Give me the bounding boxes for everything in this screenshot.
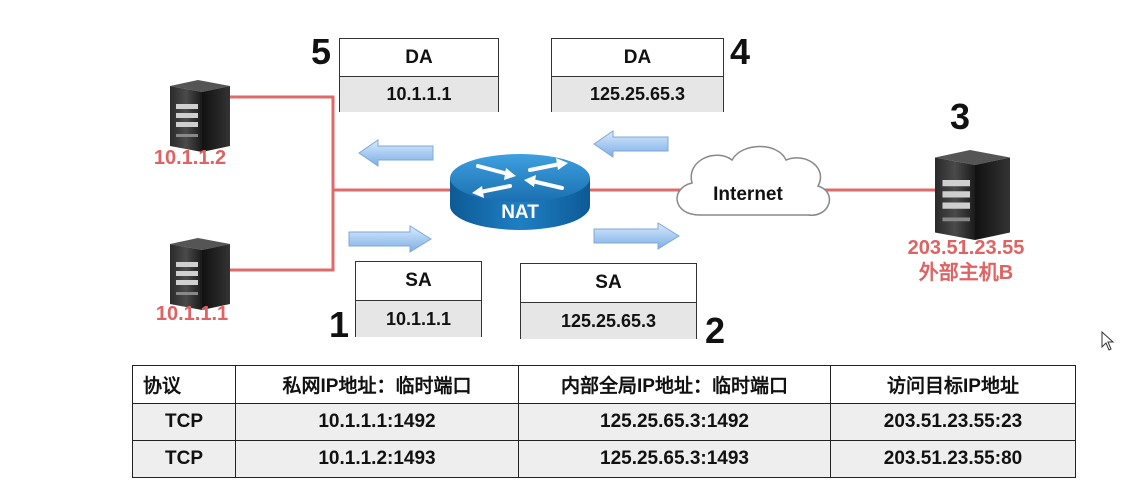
server-icon	[170, 80, 230, 152]
header-global-ip: 内部全局IP地址：临时端口	[518, 365, 831, 404]
arrow-icon	[358, 139, 434, 167]
table-header-row: 协议 私网IP地址：临时端口 内部全局IP地址：临时端口 访问目标IP地址	[132, 365, 1076, 404]
arrow-icon	[348, 225, 432, 253]
cloud-icon: Internet	[676, 145, 831, 216]
packet-box-4: DA 125.25.65.3	[551, 38, 724, 112]
table-cell: 125.25.65.3:1492	[518, 403, 831, 441]
host-b-label: 203.51.23.55 外部主机B	[908, 236, 1025, 286]
cursor-icon	[1101, 331, 1115, 351]
router-icon: NAT	[450, 154, 590, 230]
arrow-icon	[593, 130, 669, 158]
table-cell: 10.1.1.1:1492	[235, 403, 519, 441]
host-top-ip: 10.1.1.2	[153, 147, 227, 169]
host-b-ip: 203.51.23.55	[907, 237, 1025, 259]
table-cell: 10.1.1.2:1493	[235, 440, 519, 478]
step-number-4: 4	[730, 31, 751, 72]
packet-field: SA	[405, 270, 432, 291]
step-number-2: 2	[705, 310, 726, 351]
packet-field: DA	[405, 46, 433, 68]
packet-field: DA	[623, 46, 652, 68]
table-cell: 203.51.23.55:80	[830, 440, 1076, 478]
packet-value: 10.1.1.1	[356, 300, 481, 337]
step-number-3: 3	[950, 96, 971, 137]
arrow-icon	[593, 222, 680, 250]
table-cell: TCP	[132, 403, 236, 441]
host-b-name: 外部主机B	[918, 262, 1014, 284]
table-row: TCP 10.1.1.1:1492 125.25.65.3:1492 203.5…	[132, 403, 1076, 441]
packet-value: 125.25.65.3	[552, 76, 723, 112]
step-number-5: 5	[311, 31, 332, 72]
packet-value: 125.25.65.3	[521, 302, 696, 339]
header-protocol: 协议	[132, 365, 236, 404]
packet-value: 10.1.1.1	[340, 76, 498, 112]
nat-translation-table: 协议 私网IP地址：临时端口 内部全局IP地址：临时端口 访问目标IP地址 TC…	[132, 365, 1076, 478]
router-label: NAT	[501, 202, 539, 223]
cloud-label: Internet	[713, 184, 783, 205]
table-cell: TCP	[132, 440, 236, 478]
table-cell: 125.25.65.3:1493	[518, 440, 831, 478]
server-icon	[935, 150, 1010, 240]
header-private-ip: 私网IP地址：临时端口	[235, 365, 519, 404]
packet-box-1: SA 10.1.1.1	[355, 261, 482, 337]
host-bottom-ip: 10.1.1.1	[155, 303, 229, 325]
table-cell: 203.51.23.55:23	[830, 403, 1076, 441]
server-icon	[170, 238, 230, 310]
packet-box-2: SA 125.25.65.3	[520, 263, 697, 339]
table-row: TCP 10.1.1.2:1493 125.25.65.3:1493 203.5…	[132, 440, 1076, 478]
packet-box-5: DA 10.1.1.1	[339, 38, 499, 112]
packet-field: SA	[595, 272, 622, 293]
step-number-1: 1	[329, 304, 350, 345]
header-destination-ip: 访问目标IP地址	[830, 365, 1076, 404]
